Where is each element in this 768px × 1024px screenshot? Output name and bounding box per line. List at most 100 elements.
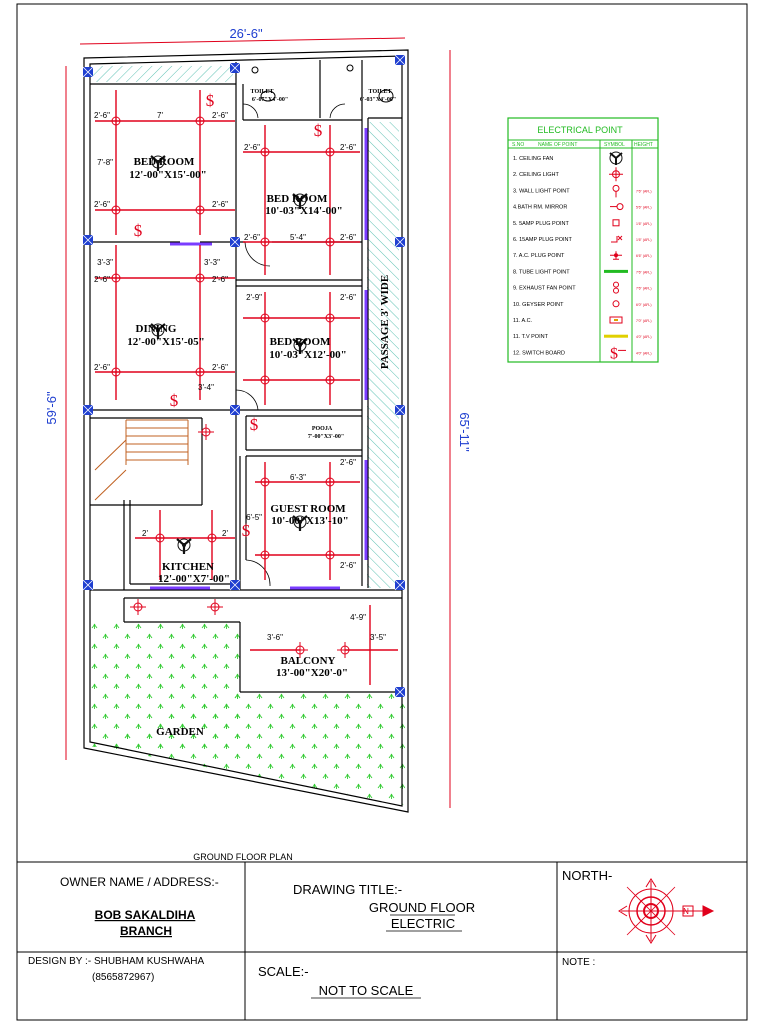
dim-height-right: 65'-11" bbox=[457, 412, 472, 452]
pooja-size: 7'-00"X3'-00" bbox=[308, 434, 344, 440]
legend-head-height: HEIGHT bbox=[634, 142, 653, 148]
legend-item-height: 7'6" (AFL) bbox=[636, 287, 652, 291]
garden-label: GARDEN bbox=[156, 726, 204, 738]
plan-title: GROUND FLOOR PLAN bbox=[193, 852, 293, 862]
legend-item-height: 5'6" (AFL) bbox=[636, 206, 652, 210]
bedroom2-label: BED ROOM bbox=[267, 193, 328, 205]
legend-symbol-icon bbox=[609, 167, 623, 182]
drawing-title-label: DRAWING TITLE:- bbox=[293, 882, 402, 897]
legend-symbol-icon bbox=[613, 281, 619, 294]
title-block: GROUND FLOOR PLAN OWNER NAME / ADDRESS:-… bbox=[16, 852, 748, 1021]
dim-width: 26'-6" bbox=[229, 26, 263, 41]
legend-item-label: 11. T.V POINT bbox=[513, 334, 549, 340]
toilet2-size: 6'-03"X4'-00" bbox=[360, 97, 396, 103]
legend-item-label: 4.BATH RM. MIRROR bbox=[513, 205, 567, 211]
bedroom2-size: 10'-03"X14'-00" bbox=[265, 205, 343, 217]
legend-item-height: 1'6" (AFL) bbox=[636, 238, 652, 242]
dim-label: 4'-9" bbox=[350, 613, 366, 622]
dining-size: 12'-00"X15'-05" bbox=[127, 336, 205, 348]
bedroom1-label: BED ROOM bbox=[134, 156, 195, 168]
bedroom3-size: 10'-03"X12'-00" bbox=[269, 349, 347, 361]
guest-size: 10'-00"X13'-10" bbox=[271, 515, 349, 527]
dining-label: DINING bbox=[136, 323, 177, 335]
scale-label: SCALE:- bbox=[258, 964, 309, 979]
north-arrow-icon bbox=[618, 878, 715, 944]
legend-symbol-icon bbox=[612, 184, 620, 198]
legend-item-label: 11. A.C. bbox=[513, 318, 533, 324]
kitchen-size: 12'-00"X7'-00" bbox=[158, 573, 230, 585]
legend-title: ELECTRICAL POINT bbox=[537, 125, 623, 135]
dim-label: 2' bbox=[222, 529, 228, 538]
owner-line1: BOB SAKALDIHA bbox=[95, 908, 196, 922]
balcony-label: BALCONY bbox=[280, 655, 335, 667]
legend-symbol-icon bbox=[611, 235, 623, 243]
bedroom1-size: 12'-00"X15'-00" bbox=[129, 169, 207, 181]
toilet2-label: TOILET bbox=[369, 89, 392, 95]
toilet1-size: 6'-07"X4'-00" bbox=[252, 97, 288, 103]
legend-symbol-icon bbox=[610, 203, 624, 211]
dim-label: 5'-4" bbox=[290, 233, 306, 242]
legend-head-symbol: SYMBOL bbox=[604, 142, 625, 148]
dim-label: 2'-6" bbox=[340, 233, 356, 242]
dim-label: 2'-6" bbox=[340, 458, 356, 467]
dim-label: 2'-6" bbox=[94, 363, 110, 372]
legend-item-label: 12. SWITCH BOARD bbox=[513, 350, 565, 356]
dim-label: 2'-9" bbox=[246, 293, 262, 302]
legend-symbol-icon bbox=[612, 219, 620, 227]
pooja-label: POOJA bbox=[312, 426, 333, 432]
design-by: DESIGN BY :- SHUBHAM KUSHWAHA bbox=[28, 956, 204, 967]
legend-symbol-icon bbox=[609, 316, 623, 324]
legend-symbol-icon bbox=[609, 151, 623, 165]
dim-label: 2'-6" bbox=[340, 143, 356, 152]
legend-item-label: 3. WALL LIGHT POINT bbox=[513, 188, 570, 194]
legend-symbol-icon bbox=[612, 300, 620, 308]
passage-label: PASSAGE 3' WIDE bbox=[379, 275, 391, 369]
legend-item-height: 4'0" (AFL) bbox=[636, 335, 652, 339]
legend-symbol-icon bbox=[610, 251, 622, 260]
legend-item-label: 6. 15AMP PLUG POINT bbox=[513, 237, 573, 243]
legend-item-height: 7'0" (AFL) bbox=[636, 319, 652, 323]
legend-item-label: 10. GEYSER POINT bbox=[513, 302, 564, 308]
north-label: NORTH- bbox=[562, 868, 612, 883]
dim-label: 2'-6" bbox=[94, 275, 110, 284]
dim-label: 2'-6" bbox=[340, 293, 356, 302]
dim-label: 3'-5" bbox=[370, 633, 386, 642]
toilet1-label: TOILET bbox=[251, 89, 274, 95]
legend-item-label: 7. A.C. PLUG POINT bbox=[513, 253, 565, 259]
legend-head-name: NAME OF POINT bbox=[538, 142, 577, 148]
dim-label: 2'-6" bbox=[212, 111, 228, 120]
legend-symbol-icon bbox=[604, 334, 628, 338]
note-label: NOTE : bbox=[562, 957, 595, 968]
guest-label: GUEST ROOM bbox=[270, 503, 346, 515]
legend-symbol-icon bbox=[604, 269, 628, 273]
legend-item-label: 5. 5AMP PLUG POINT bbox=[513, 221, 569, 227]
legend-item-height: 1'6" (AFL) bbox=[636, 222, 652, 226]
dim-label: 2'-6" bbox=[340, 561, 356, 570]
legend-item-height: 7'6" (AFL) bbox=[636, 189, 652, 193]
north-letter: N bbox=[683, 907, 689, 916]
dim-label: 2' bbox=[142, 529, 148, 538]
owner-line2: BRANCH bbox=[120, 924, 172, 938]
kitchen-label: KITCHEN bbox=[162, 561, 214, 573]
scale-value: NOT TO SCALE bbox=[319, 983, 414, 998]
dim-label: 6'-5" bbox=[246, 513, 262, 522]
svg-text:$: $ bbox=[610, 345, 618, 362]
dim-label: 2'-6" bbox=[244, 143, 260, 152]
electrical-legend: ELECTRICAL POINT S.NO NAME OF POINT SYMB… bbox=[507, 117, 659, 363]
bedroom3-label: BED ROOM bbox=[270, 336, 331, 348]
legend-item-height: 4'0" (AFL) bbox=[636, 351, 652, 355]
legend-item-label: 8. TUBE LIGHT POINT bbox=[513, 269, 570, 275]
designer-phone: (8565872967) bbox=[92, 972, 154, 983]
balcony-size: 13'-00"X20'-0" bbox=[276, 667, 348, 679]
dim-label: 7' bbox=[157, 111, 163, 120]
owner-label: OWNER NAME / ADDRESS:- bbox=[60, 875, 219, 889]
legend-symbol-icon: $ bbox=[610, 345, 626, 362]
dim-label: 3'-6" bbox=[267, 633, 283, 642]
dim-label: 3'-3" bbox=[204, 258, 220, 267]
legend-item-height: 6'0" (AFL) bbox=[636, 303, 652, 307]
dim-label: 3'-3" bbox=[97, 258, 113, 267]
legend-item-label: 9. EXHAUST FAN POINT bbox=[513, 286, 576, 292]
legend-item-height: 6'6" (AFL) bbox=[636, 254, 652, 258]
